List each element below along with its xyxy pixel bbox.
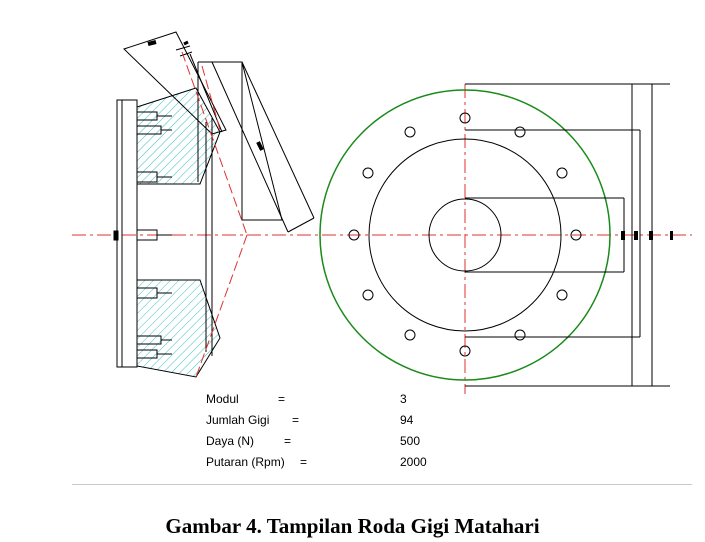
param-label: Daya (N) bbox=[206, 434, 255, 448]
bore-circle bbox=[428, 198, 502, 272]
dimension-markers bbox=[621, 231, 673, 240]
front-view bbox=[319, 83, 673, 394]
param-label: Putaran (Rpm) bbox=[206, 455, 285, 469]
middle-circle bbox=[368, 138, 562, 332]
param-equals: = bbox=[300, 455, 308, 469]
parameter-table: Modul = 3 Jumlah Gigi = 94 Daya (N) = 50… bbox=[200, 392, 460, 482]
param-value: 94 bbox=[400, 413, 414, 427]
param-equals: = bbox=[284, 434, 292, 448]
param-equals: = bbox=[278, 392, 286, 406]
figure-caption: Gambar 4. Tampilan Roda Gigi Matahari bbox=[165, 514, 540, 538]
param-value: 500 bbox=[400, 434, 421, 448]
hatched-section-lower bbox=[136, 279, 221, 378]
param-value: 2000 bbox=[400, 455, 427, 469]
param-value: 3 bbox=[400, 392, 407, 406]
dimension-lines bbox=[465, 83, 670, 387]
side-section-view bbox=[113, 31, 315, 378]
bolt-holes bbox=[348, 112, 582, 357]
pitch-cone-lines bbox=[181, 51, 248, 378]
param-equals: = bbox=[292, 413, 300, 427]
gear-drawing bbox=[72, 31, 692, 394]
param-label: Jumlah Gigi bbox=[206, 413, 270, 427]
param-label: Modul bbox=[206, 392, 239, 406]
hatched-section-upper bbox=[136, 87, 221, 185]
outer-pitch-circle bbox=[319, 89, 611, 381]
tooth-block bbox=[123, 31, 227, 135]
